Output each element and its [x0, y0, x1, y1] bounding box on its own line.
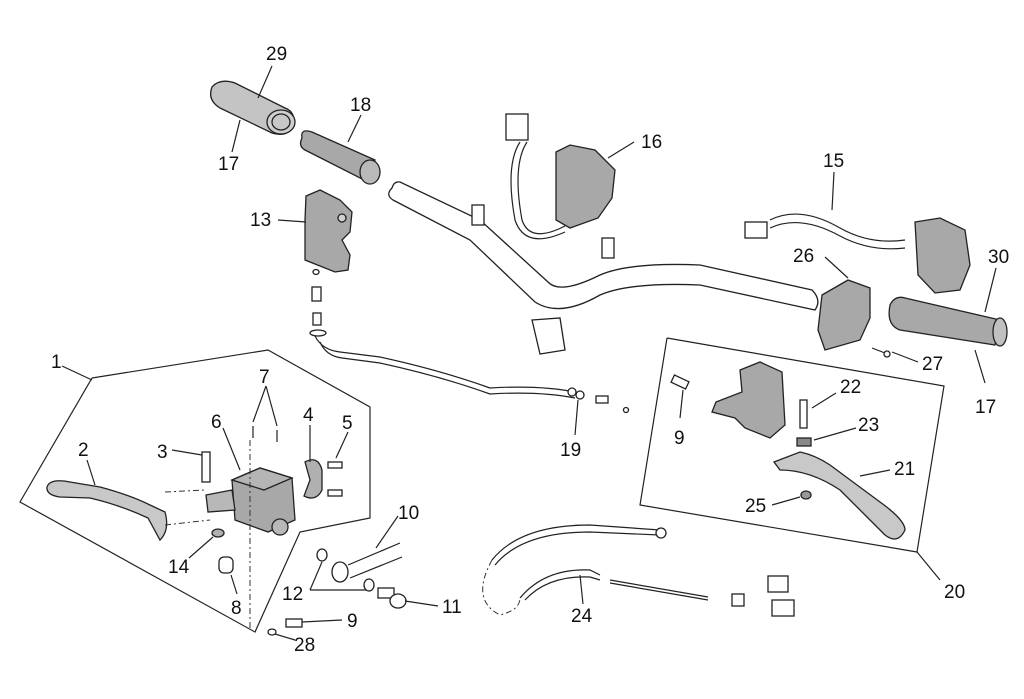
callout-10: 10 [398, 503, 419, 524]
throttle-fittings [309, 268, 327, 337]
cap-8 [218, 556, 234, 574]
callout-16: 16 [641, 132, 662, 153]
callout-23: 23 [858, 415, 879, 436]
nut-25 [800, 490, 812, 500]
brake-hose [331, 542, 403, 583]
callout-5: 5 [342, 413, 353, 434]
lever-bracket [711, 361, 786, 439]
callout-13: 13 [250, 210, 271, 231]
throttle-housing [304, 189, 353, 273]
callout-17: 17 [975, 397, 996, 418]
clamp-4 [303, 459, 323, 499]
banjo-bolt [377, 587, 407, 609]
rear-brake-cable [482, 524, 795, 617]
callout-18: 18 [350, 95, 371, 116]
callout-15: 15 [823, 151, 844, 172]
lever-pin-22 [799, 399, 808, 429]
callout-24: 24 [571, 606, 593, 627]
callout-22: 22 [840, 377, 861, 398]
callout-28: 28 [294, 635, 315, 656]
switch-cover [817, 279, 871, 351]
clamp-screw [327, 489, 343, 497]
spring-23 [796, 437, 812, 447]
callout-27: 27 [922, 354, 943, 375]
front-brake-lever [46, 480, 168, 542]
callout-6: 6 [211, 412, 222, 433]
throttle-tube [299, 130, 381, 185]
right-grip [888, 296, 1008, 347]
callout-2: 2 [78, 440, 89, 461]
guide-line [164, 519, 211, 526]
nut-14 [211, 528, 225, 538]
washer-12 [363, 578, 375, 592]
callout-19: 19 [560, 440, 581, 461]
throttle-cable [314, 335, 630, 414]
handlebar [388, 181, 819, 355]
clamp-screw [327, 461, 343, 469]
assembly-1-outline [19, 349, 371, 633]
stop-switch-right [670, 374, 690, 390]
callout-17: 17 [218, 154, 239, 175]
callout-26: 26 [793, 246, 814, 267]
callout-29: 29 [266, 44, 287, 65]
callout-20: 20 [944, 582, 965, 603]
callout-1: 1 [51, 352, 62, 373]
callout-11: 11 [442, 597, 462, 618]
left-switch [505, 113, 616, 240]
callout-30: 30 [988, 247, 1009, 268]
guide-line [164, 489, 206, 493]
rear-brake-lever [772, 451, 906, 540]
callout-labels: 29 17 18 13 16 15 26 30 27 17 1 7 6 4 5 … [51, 44, 1009, 656]
callout-7: 7 [259, 367, 270, 388]
screw-27 [871, 347, 891, 358]
callout-21: 21 [894, 459, 915, 480]
washer-12 [316, 548, 328, 562]
callout-9: 9 [674, 428, 685, 449]
callout-8: 8 [231, 598, 242, 619]
master-cylinder [205, 467, 296, 536]
callout-9: 9 [347, 611, 358, 632]
callout-14: 14 [168, 557, 190, 578]
right-switch [744, 213, 971, 294]
stop-switch-left [267, 618, 303, 636]
callout-12: 12 [282, 584, 303, 605]
callout-25: 25 [745, 496, 766, 517]
left-grip [209, 80, 296, 136]
leader-lines [61, 65, 997, 641]
callout-4: 4 [303, 405, 314, 426]
callout-3: 3 [157, 442, 168, 463]
lever-pin-3 [201, 451, 211, 483]
